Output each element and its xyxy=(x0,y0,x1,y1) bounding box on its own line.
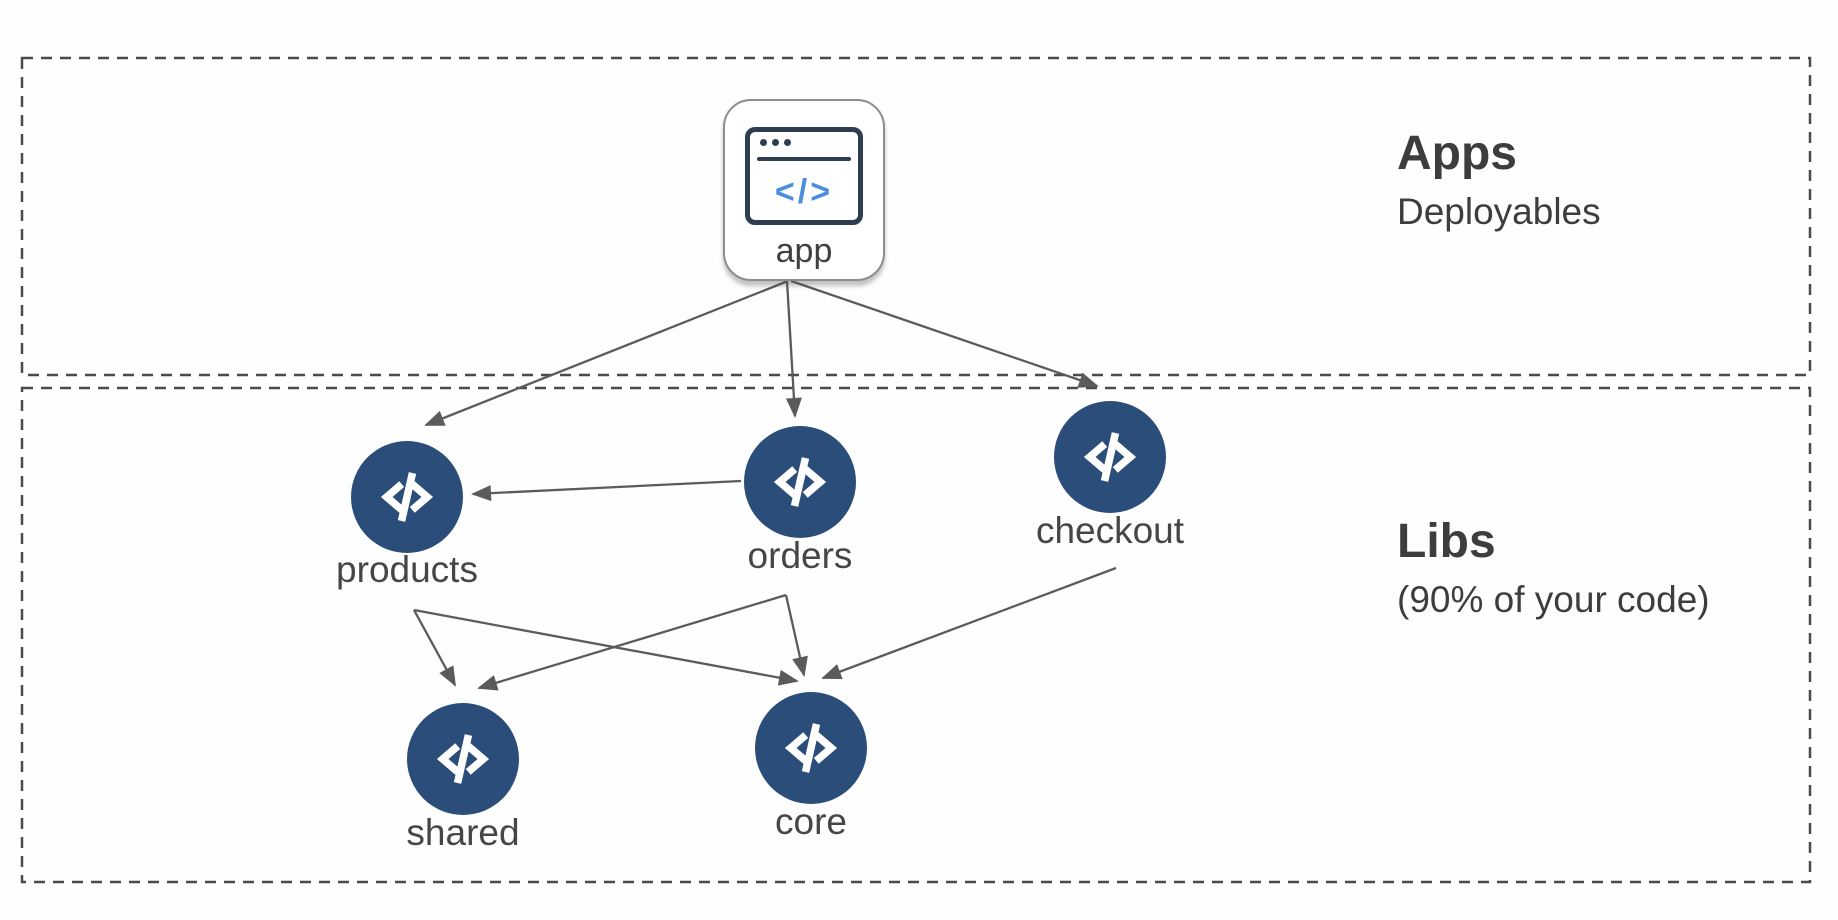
node-app: </> app xyxy=(723,99,885,281)
edge-products-shared xyxy=(412,609,457,687)
edge-app-checkout xyxy=(790,279,1099,388)
edge-checkout-core xyxy=(821,566,1117,680)
node-products xyxy=(351,441,463,553)
code-icon xyxy=(784,723,838,773)
edge-orders-core xyxy=(784,594,808,677)
node-products-label: products xyxy=(336,549,478,590)
node-shared-label: shared xyxy=(406,812,520,853)
edge-app-orders xyxy=(785,280,802,418)
edge-orders-shared xyxy=(477,593,787,691)
libs-section-subtitle: (90% of your code) xyxy=(1397,578,1710,620)
node-core xyxy=(755,692,867,804)
browser-code-icon: </> xyxy=(745,127,863,225)
apps-section-subtitle: Deployables xyxy=(1397,190,1601,232)
browser-bar xyxy=(757,157,851,161)
browser-dots xyxy=(760,139,791,146)
libs-section-title: Libs xyxy=(1397,515,1496,568)
node-core-label: core xyxy=(775,801,847,842)
edge-orders-products xyxy=(471,479,742,502)
code-icon xyxy=(1083,432,1137,482)
node-app-label: app xyxy=(775,232,833,270)
edge-products-core xyxy=(413,608,799,686)
code-text: </> xyxy=(774,172,834,211)
node-checkout-label: checkout xyxy=(1035,510,1185,551)
edge-app-products xyxy=(424,279,789,427)
libs-section-box xyxy=(20,386,1812,884)
node-checkout xyxy=(1054,401,1166,513)
code-icon xyxy=(436,734,490,784)
apps-section-label: Apps Deployables xyxy=(1397,127,1601,233)
node-shared xyxy=(407,703,519,815)
code-icon xyxy=(773,457,827,507)
apps-section-title: Apps xyxy=(1397,127,1517,180)
libs-section-label: Libs (90% of your code) xyxy=(1397,515,1710,621)
node-orders xyxy=(744,426,856,538)
node-orders-label: orders xyxy=(747,535,853,576)
code-icon xyxy=(380,472,434,522)
